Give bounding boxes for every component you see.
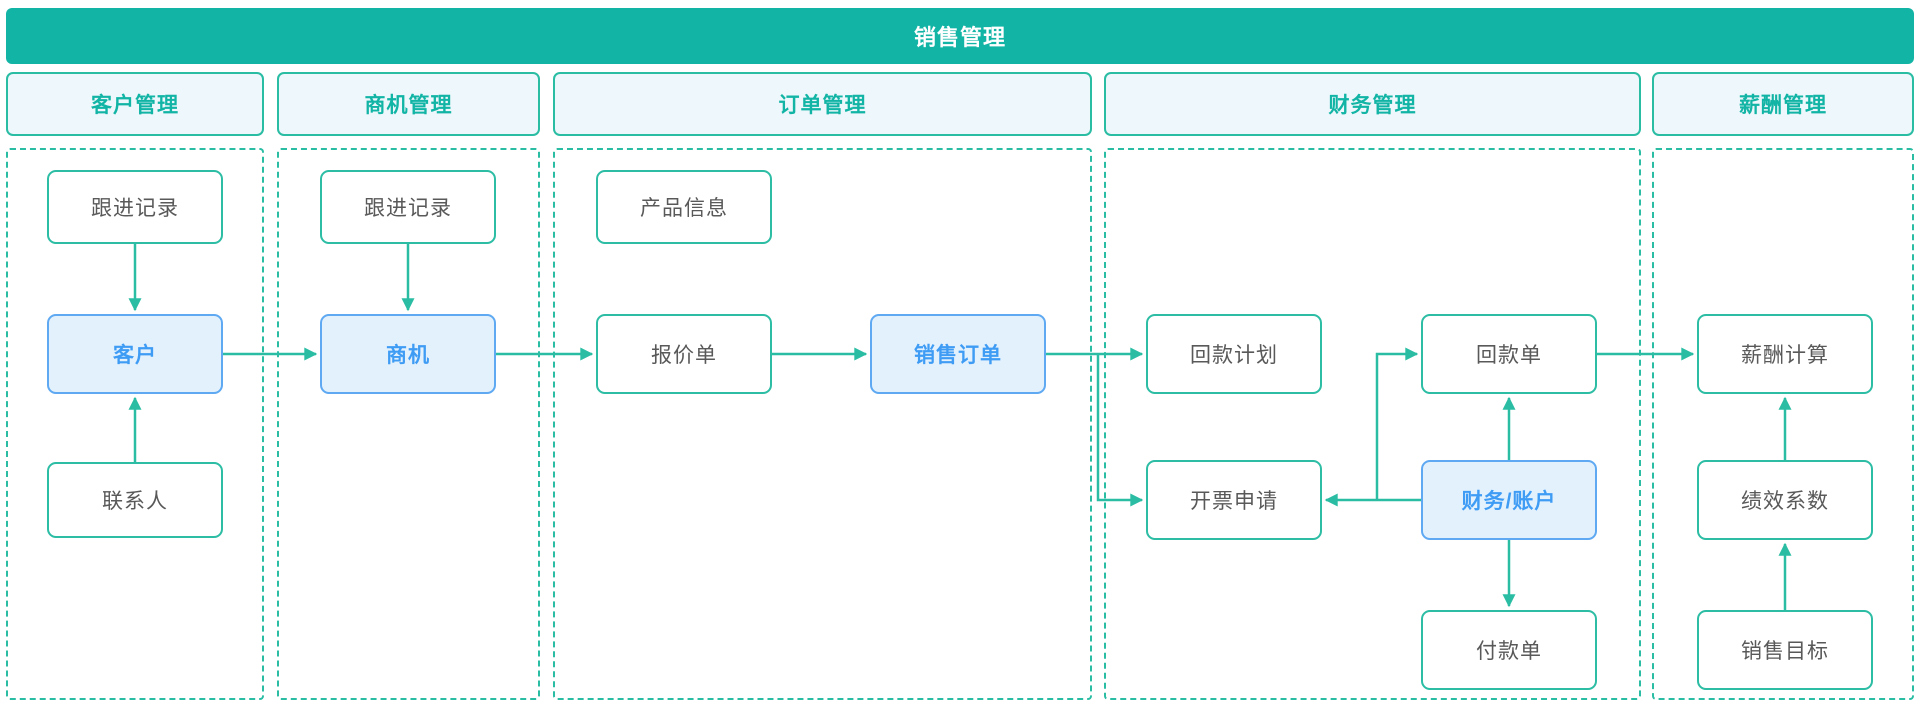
column-body-order-mgmt: [553, 148, 1092, 700]
node-invoice-request: 开票申请: [1146, 460, 1322, 540]
node-payment-bill: 付款单: [1421, 610, 1597, 690]
node-sales-target: 销售目标: [1697, 610, 1873, 690]
node-payment-receipt: 回款单: [1421, 314, 1597, 394]
node-finance-account: 财务/账户: [1421, 460, 1597, 540]
node-product-info: 产品信息: [596, 170, 772, 244]
column-header-finance-mgmt: 财务管理: [1104, 72, 1641, 136]
node-payment-plan: 回款计划: [1146, 314, 1322, 394]
node-sales-order: 销售订单: [870, 314, 1046, 394]
column-header-opportunity-mgmt: 商机管理: [277, 72, 540, 136]
node-performance-factor: 绩效系数: [1697, 460, 1873, 540]
node-quotation: 报价单: [596, 314, 772, 394]
column-header-customer-mgmt: 客户管理: [6, 72, 264, 136]
column-body-salary-mgmt: [1652, 148, 1914, 700]
node-salary-calculation: 薪酬计算: [1697, 314, 1873, 394]
node-opportunity: 商机: [320, 314, 496, 394]
page-title: 销售管理: [6, 8, 1914, 64]
column-body-opportunity-mgmt: [277, 148, 540, 700]
node-follow-record-opportunity: 跟进记录: [320, 170, 496, 244]
node-follow-record-customer: 跟进记录: [47, 170, 223, 244]
column-body-customer-mgmt: [6, 148, 264, 700]
column-header-salary-mgmt: 薪酬管理: [1652, 72, 1914, 136]
node-contact: 联系人: [47, 462, 223, 538]
node-customer: 客户: [47, 314, 223, 394]
column-header-order-mgmt: 订单管理: [553, 72, 1092, 136]
